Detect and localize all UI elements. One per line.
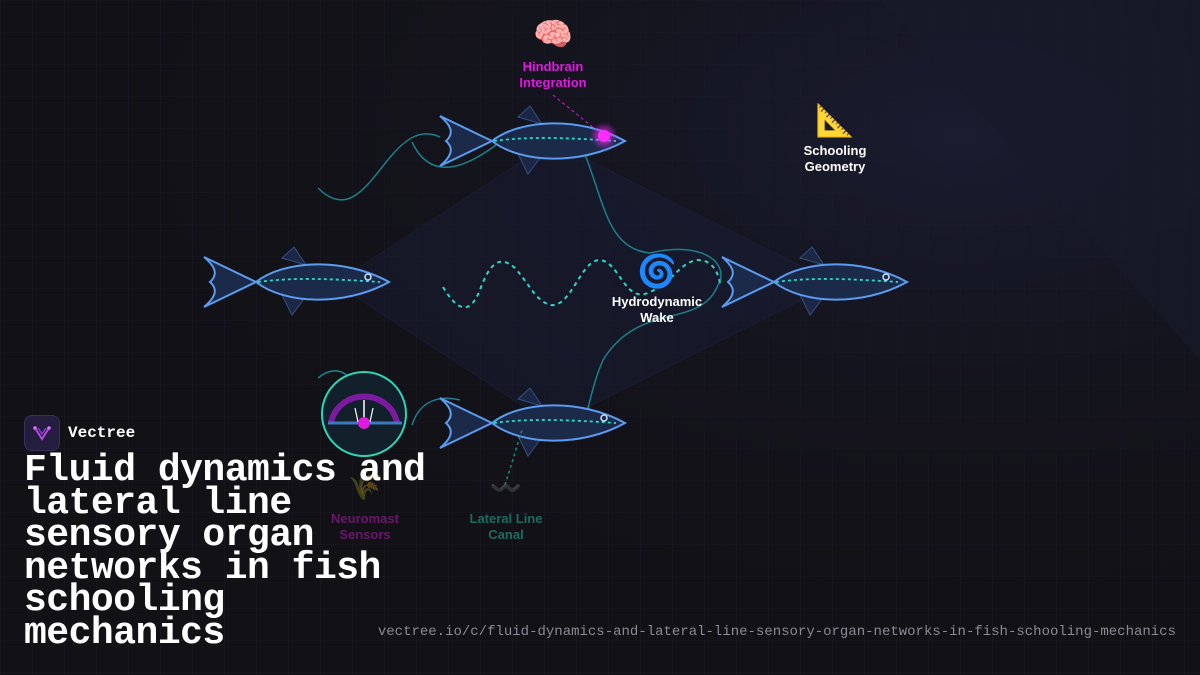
hindbrain-label-line2: Integration — [519, 75, 587, 90]
lateral-line-label-line2: Canal — [488, 527, 524, 542]
neuromast-label-line1: Neuromast — [331, 511, 399, 526]
wavy-line-icon: 〰️ — [489, 473, 523, 503]
neuromast-sensor-icon — [321, 371, 407, 457]
wake-label-line1: Hydrodynamic — [611, 294, 703, 309]
page-title: Fluid dynamics and lateral line sensory … — [24, 449, 426, 655]
schooling-label-line1: Schooling — [803, 143, 867, 158]
connector-lines — [317, 133, 722, 426]
hindbrain-label-line1: Hindbrain — [522, 59, 584, 74]
cyclone-icon: 🌀 — [637, 253, 677, 289]
neuromast-label-line2: Sensors — [339, 527, 391, 542]
sheaf-icon: 🌾 — [347, 470, 383, 501]
brand-name: Vectree — [68, 424, 136, 442]
wake-label-line2: Wake — [640, 310, 674, 325]
hydrodynamic-wake-path — [442, 258, 721, 309]
neuromast-sensors-label: Neuromast Sensors — [305, 511, 425, 543]
hydrodynamic-wake-label: Hydrodynamic Wake — [592, 294, 722, 326]
schooling-label-line2: Geometry — [804, 159, 866, 174]
triangle-ruler-icon: 📐 — [815, 102, 855, 138]
hindbrain-label: Hindbrain Integration — [493, 59, 613, 91]
schooling-geometry-label: Schooling Geometry — [775, 143, 895, 175]
hindbrain-node — [598, 130, 610, 142]
lateral-line-canal-label: Lateral Line Canal — [446, 511, 566, 543]
corner-shade — [880, 0, 1200, 360]
lateral-line-label-line1: Lateral Line — [469, 511, 543, 526]
hindbrain-pointer — [552, 94, 601, 134]
brand[interactable]: Vectree — [24, 415, 135, 451]
vectree-logo-icon — [24, 415, 60, 451]
brain-icon: 🧠 — [533, 16, 573, 52]
page-url[interactable]: vectree.io/c/fluid-dynamics-and-lateral-… — [377, 624, 1176, 640]
